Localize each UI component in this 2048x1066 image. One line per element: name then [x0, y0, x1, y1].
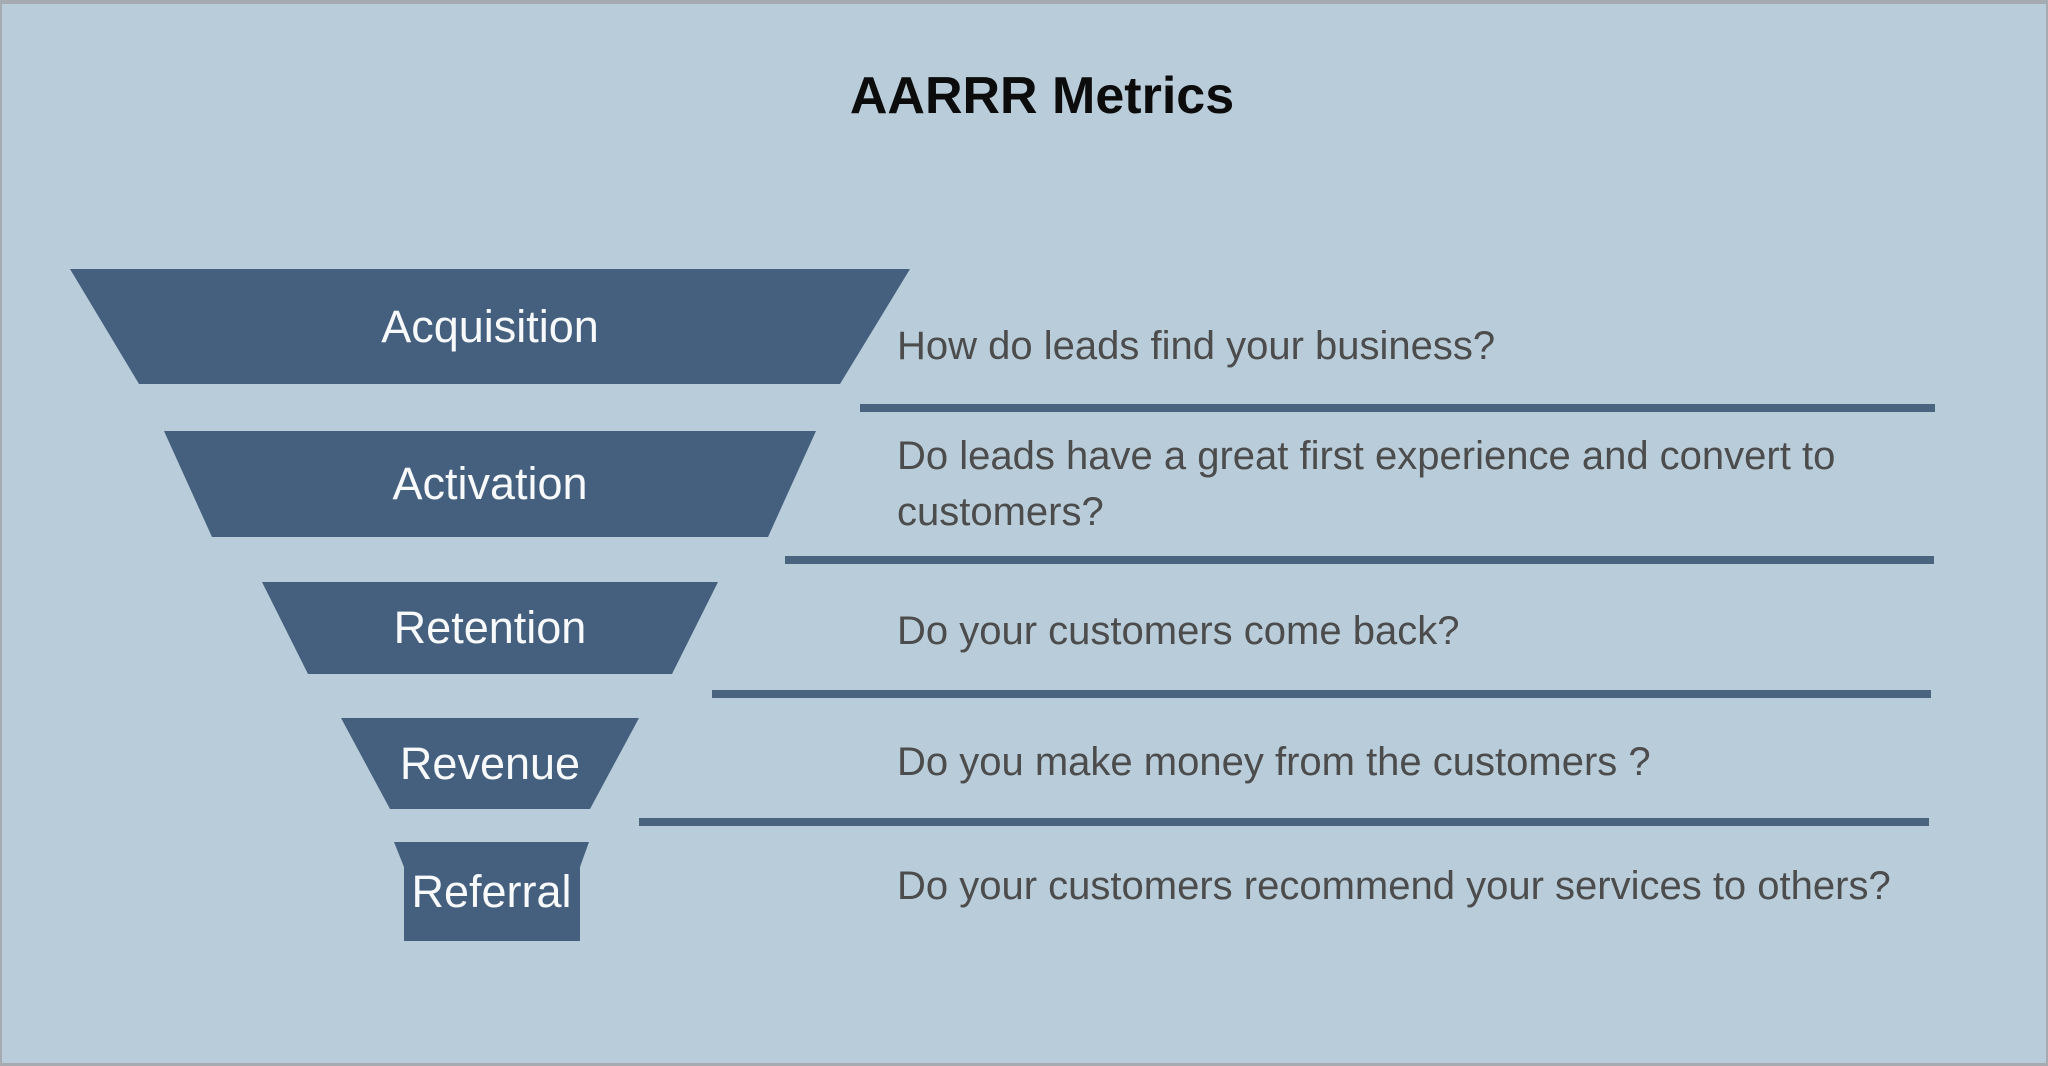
funnel-stage-activation: Activation: [164, 431, 816, 537]
description-line: customers?: [897, 490, 1104, 534]
description-line: Do your customers recommend your service…: [897, 864, 1891, 908]
stage-label-retention: Retention: [393, 602, 587, 653]
funnel-stage-acquisition: Acquisition: [70, 269, 910, 384]
stage-description-revenue: Do you make money from the customers ?: [897, 734, 2007, 790]
stage-description-activation: Do leads have a great first experience a…: [897, 428, 2007, 540]
description-line: How do leads find your business?: [897, 324, 1496, 368]
diagram-title: AARRR Metrics: [849, 67, 1235, 125]
row-divider: [860, 404, 1935, 412]
description-line: Do leads have a great first experience a…: [897, 434, 1836, 478]
row-divider: [712, 690, 1931, 698]
stage-description-referral: Do your customers recommend your service…: [897, 858, 2007, 914]
funnel-stage-revenue: Revenue: [341, 718, 639, 809]
funnel-stage-referral: Referral: [394, 842, 589, 941]
description-line: Do you make money from the customers ?: [897, 740, 1651, 784]
row-divider: [639, 818, 1929, 826]
row-divider: [785, 556, 1934, 564]
description-line: Do your customers come back?: [897, 609, 1460, 653]
funnel-stage-retention: Retention: [262, 582, 718, 674]
stage-label-referral: Referral: [411, 865, 572, 917]
stage-label-acquisition: Acquisition: [381, 300, 599, 352]
stage-label-revenue: Revenue: [399, 737, 581, 789]
stage-label-activation: Activation: [392, 458, 588, 509]
stage-description-acquisition: How do leads find your business?: [897, 318, 2007, 374]
stage-description-retention: Do your customers come back?: [897, 603, 2007, 659]
